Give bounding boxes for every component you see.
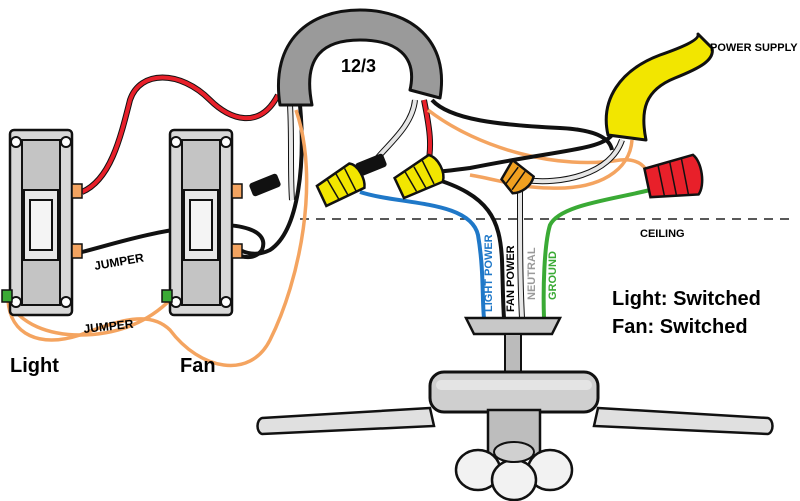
power-supply-cable xyxy=(604,32,714,142)
wirenut-yellow-left xyxy=(315,162,366,208)
bulb-icon xyxy=(490,458,538,501)
wirenut-yellow-right xyxy=(393,153,445,200)
fan-motor xyxy=(428,370,600,414)
cable-label: 12/3 xyxy=(341,56,376,76)
fan-downrod xyxy=(504,333,522,375)
ceiling-fan xyxy=(256,316,774,501)
jumper-ground-wire xyxy=(6,298,172,337)
ground-label: GROUND xyxy=(547,251,559,300)
fan-blade-left xyxy=(256,406,436,436)
fan-switch-ground-screw xyxy=(161,289,173,303)
ground-wire-right xyxy=(426,108,652,177)
jumper-bottom-label: JUMPER xyxy=(83,317,135,336)
fan-power-label: FAN POWER xyxy=(505,245,517,312)
tape-marker-right xyxy=(355,153,387,177)
black-wire-right xyxy=(430,98,614,151)
neutral-label: NEUTRAL xyxy=(526,247,538,300)
wirenut-orange xyxy=(499,158,536,195)
light-switch xyxy=(1,128,83,317)
power-supply-label: POWER SUPPLY xyxy=(710,42,798,54)
light-switch-ground-screw xyxy=(1,289,13,303)
fan-blade-right xyxy=(592,406,774,436)
fan-switch-toggle xyxy=(189,199,213,251)
jumper-top-label: JUMPER xyxy=(93,250,145,273)
cable-12-3 xyxy=(277,8,443,107)
fan-switch xyxy=(161,128,243,317)
light-switch-label: Light xyxy=(10,355,59,377)
fan-switch-label: Fan xyxy=(180,355,216,377)
light-switch-toggle xyxy=(29,199,53,251)
summary-fan: Fan: Switched xyxy=(612,316,748,338)
fan-power-wire xyxy=(431,176,506,319)
tape-marker-left xyxy=(249,173,281,197)
wirenut-red xyxy=(642,153,704,199)
summary-light: Light: Switched xyxy=(612,288,761,310)
ceiling-label: CEILING xyxy=(640,228,685,240)
fan-switch-black-wire xyxy=(239,104,304,256)
ground-wire-left xyxy=(6,109,309,368)
fan-canopy xyxy=(463,316,563,336)
fan-light-kit xyxy=(454,441,574,501)
supply-ground-wire xyxy=(469,139,634,190)
light-power-wire xyxy=(359,190,486,319)
light-power-label: LIGHT POWER xyxy=(483,234,495,312)
ground-green-wire xyxy=(541,188,651,319)
